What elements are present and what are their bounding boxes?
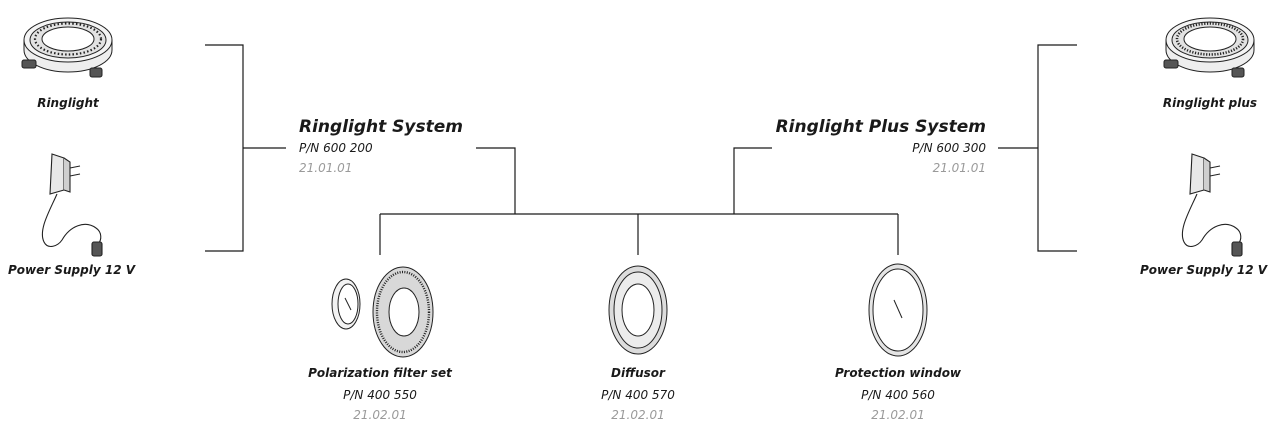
left-system-connector [476, 147, 516, 214]
accessory-name-protection: Protection window [834, 366, 962, 380]
left-system-date-code: 21.01.01 [299, 161, 353, 175]
left-power-supply-label: Power Supply 12 V [8, 263, 136, 277]
ringlight-icon [21, 17, 113, 78]
diffusor-icon [608, 265, 668, 355]
accessory-part-number-polarization: P/N 400 550 [343, 388, 417, 402]
right-system-connector [733, 147, 772, 214]
right-system-date-code: 21.01.01 [932, 161, 986, 175]
right-bracket [1037, 44, 1077, 252]
power-supply-icon [41, 153, 103, 257]
accessory-part-number-diffusor: P/N 400 570 [601, 388, 675, 402]
accessory-date-code-diffusor: 21.02.01 [611, 408, 665, 422]
polarization-filter-set-icon [331, 266, 434, 358]
accessory-name-diffusor: Diffusor [611, 366, 665, 380]
accessory-name-polarization: Polarization filter set [308, 366, 452, 380]
power-supply-icon [1181, 153, 1243, 257]
right-ringlight-plus-label: Ringlight plus [1162, 96, 1258, 110]
right-power-supply-label: Power Supply 12 V [1140, 263, 1268, 277]
left-bracket [205, 44, 244, 252]
left-system-part-number: P/N 600 200 [299, 141, 373, 155]
right-system-part-number: P/N 600 300 [912, 141, 986, 155]
left-ringlight-label: Ringlight [37, 96, 99, 110]
accessory-part-number-protection: P/N 400 560 [861, 388, 935, 402]
accessory-date-code-polarization: 21.02.01 [353, 408, 407, 422]
right-system-title: Ringlight Plus System [775, 117, 986, 137]
protection-window-icon [868, 263, 928, 357]
ringlight-plus-icon [1163, 17, 1255, 78]
accessory-date-code-protection: 21.02.01 [871, 408, 925, 422]
left-system-title: Ringlight System [299, 117, 463, 137]
